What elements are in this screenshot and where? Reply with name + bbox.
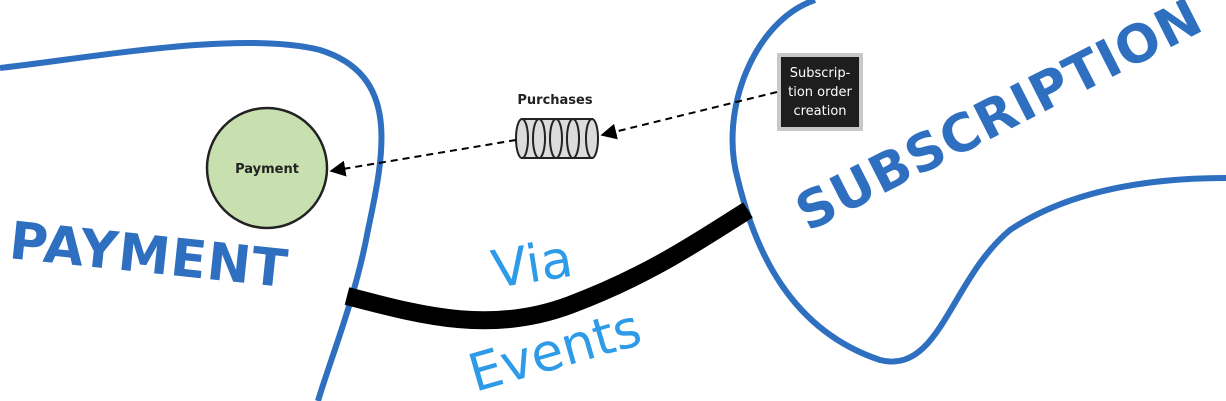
subscription-order-box bbox=[777, 53, 863, 131]
queue-segment bbox=[549, 118, 563, 159]
queue-to-payment-arrow bbox=[329, 139, 517, 177]
queue-end-right bbox=[585, 118, 599, 159]
payment-circle bbox=[205, 106, 329, 230]
queue-end-left bbox=[515, 118, 529, 159]
order-to-queue-arrow bbox=[600, 91, 778, 140]
payment-context-boundary bbox=[0, 39, 385, 401]
subscription-order-label-line-2: tion order bbox=[788, 85, 852, 100]
purchases-queue: Purchases bbox=[515, 93, 599, 159]
queue-segment bbox=[532, 118, 546, 159]
event-connection-line bbox=[344, 202, 753, 330]
payment-node: Payment bbox=[205, 106, 329, 230]
subscription-order-label-line-3: creation bbox=[793, 104, 846, 119]
subscription-order-label-line-1: Subscrip- bbox=[790, 66, 851, 81]
via-label: Via bbox=[488, 229, 577, 301]
subscription-context-boundary bbox=[729, 0, 1226, 365]
queue-segment bbox=[566, 118, 580, 159]
payment-node-label: Payment bbox=[235, 162, 299, 177]
purchases-queue-label: Purchases bbox=[517, 93, 592, 108]
subscription-order-creation-node: Subscrip- tion order creation bbox=[777, 53, 863, 131]
